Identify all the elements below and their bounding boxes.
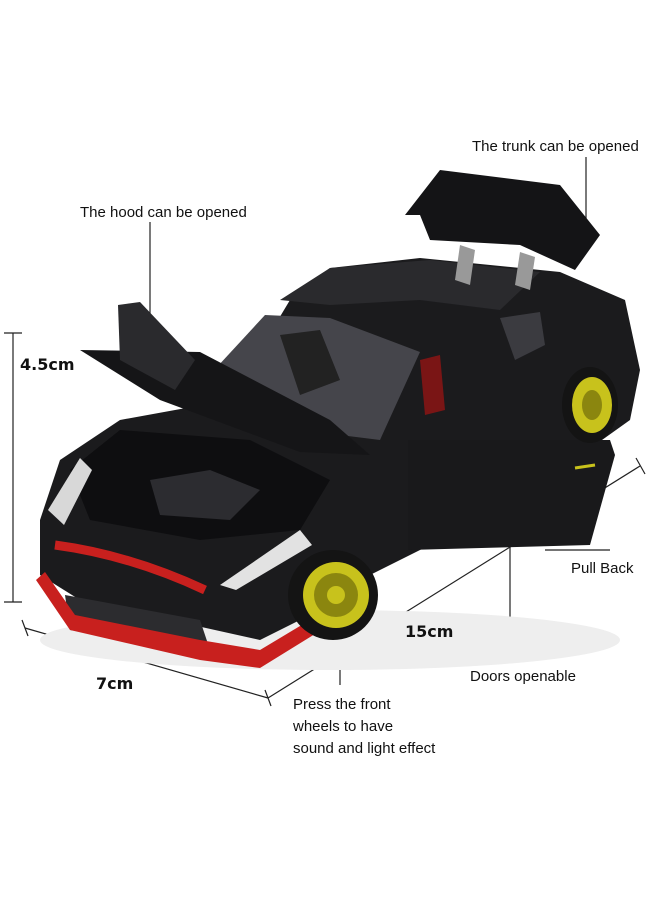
right-door xyxy=(408,440,615,550)
length-dimension: 15cm xyxy=(405,622,454,641)
rear-wheel xyxy=(562,367,618,443)
open-trunk xyxy=(405,170,600,270)
width-dimension: 7cm xyxy=(96,674,134,693)
toy-car xyxy=(36,170,640,670)
front-wheel xyxy=(288,550,378,640)
front-wheels-line-1: Press the front xyxy=(293,696,391,713)
hood-label: The hood can be opened xyxy=(80,204,247,221)
front-wheels-label: Press the front wheels to have sound and… xyxy=(293,694,435,760)
front-wheels-line-3: sound and light effect xyxy=(293,740,436,757)
pull-back-label: Pull Back xyxy=(571,560,634,577)
trunk-label: The trunk can be opened xyxy=(472,138,639,155)
doors-label: Doors openable xyxy=(470,668,576,685)
height-dimension: 4.5cm xyxy=(20,355,75,374)
front-wheels-line-2: wheels to have xyxy=(293,718,394,735)
left-door xyxy=(118,302,195,390)
